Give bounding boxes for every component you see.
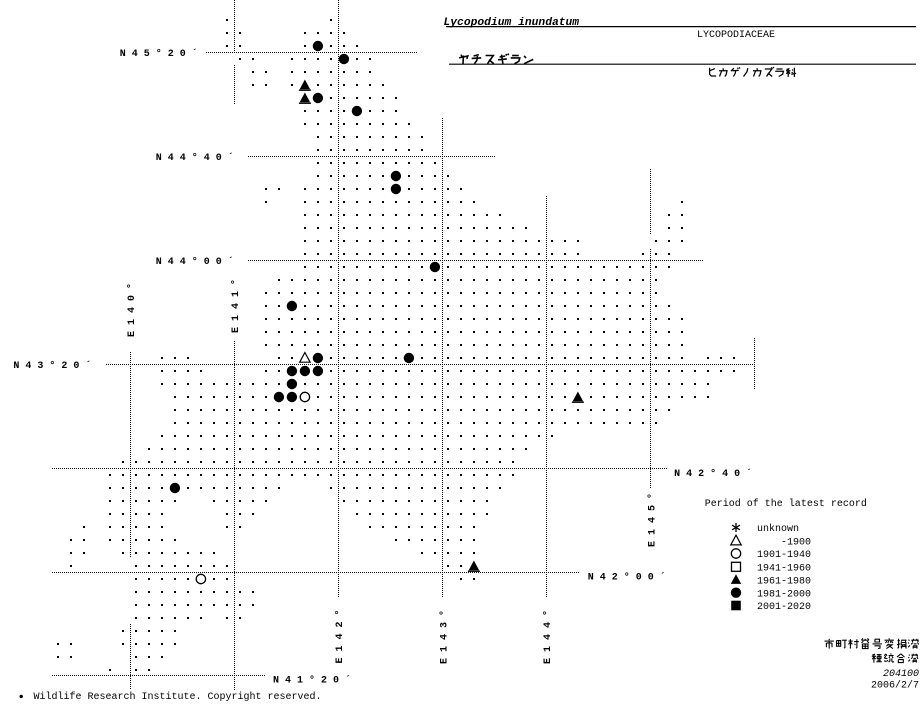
svg-text:E141°: E141° [230,273,242,333]
svg-text:204100: 204100 [883,669,919,680]
svg-text:LYCOPODIACEAE: LYCOPODIACEAE [697,30,775,41]
svg-text:E143°: E143° [438,604,450,664]
svg-text:N42°40´: N42°40´ [674,468,758,480]
svg-text:Period of the latest record: Period of the latest record [705,498,867,510]
svg-text:1901-1940: 1901-1940 [757,550,811,561]
svg-text:Lycopodium inundatum: Lycopodium inundatum [444,17,580,29]
svg-text:Wildlife Research Institute. C: Wildlife Research Institute. Copyright r… [34,691,322,703]
svg-text:N45°20´: N45°20´ [120,48,204,60]
svg-text:2006/2/7: 2006/2/7 [871,680,919,692]
svg-text:E144°: E144° [542,604,554,664]
svg-text:-1900: -1900 [781,537,811,548]
svg-text:N41°20´: N41°20´ [273,675,357,687]
svg-text:1961-1980: 1961-1980 [757,576,811,587]
svg-text:N42°00´: N42°00´ [588,572,672,584]
svg-text:unknown: unknown [757,523,799,535]
svg-text:N43°20´: N43°20´ [13,360,97,372]
svg-text:N44°00´: N44°00´ [156,256,240,268]
svg-text:E142°: E142° [334,603,346,663]
svg-text:1941-1960: 1941-1960 [757,564,811,575]
svg-text:N44°40´: N44°40´ [156,152,240,164]
svg-text:1981-2000: 1981-2000 [757,589,811,600]
svg-text:2001-2020: 2001-2020 [757,602,811,613]
svg-text:E145°: E145° [646,487,658,547]
svg-text:E140°: E140° [126,277,138,337]
